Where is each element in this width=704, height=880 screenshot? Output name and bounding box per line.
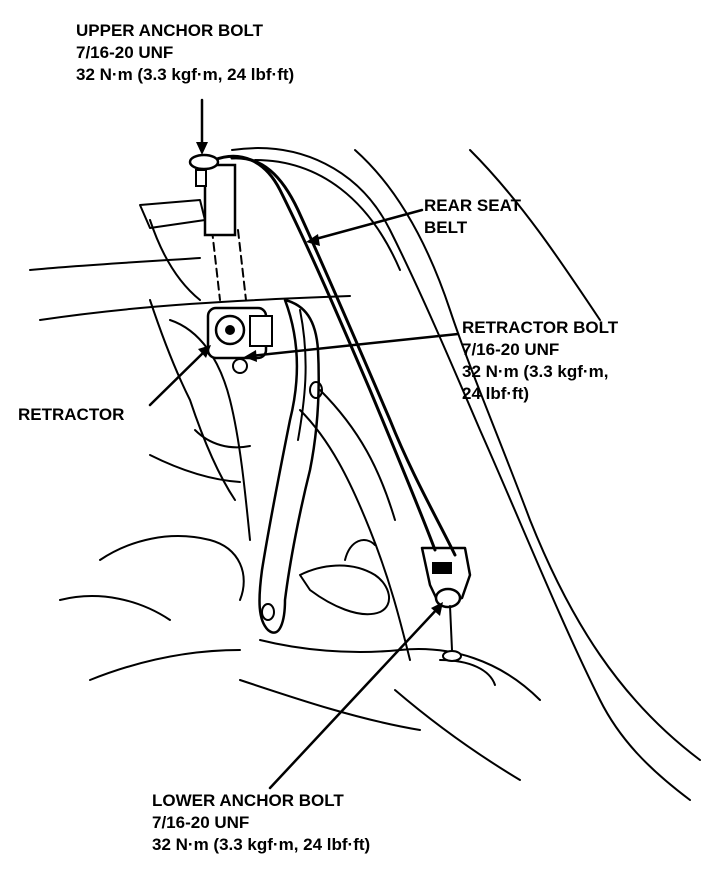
- retractor-label: RETRACTOR: [18, 405, 125, 424]
- rear-seat-belt-callout: REAR SEAT BELT: [424, 195, 521, 239]
- upper-anchor-bolt-torque: 32 N·m (3.3 kgf·m, 24 lbf·ft): [76, 65, 295, 84]
- leader-lines: [148, 98, 460, 790]
- retractor-bolt-torque-line2: 24 lbf·ft): [462, 384, 530, 403]
- upper-anchor-bolt-thread: 7/16-20 UNF: [76, 43, 174, 62]
- rear-seat-belt-label-line1: REAR SEAT: [424, 196, 521, 215]
- retractor-bolt-callout: RETRACTOR BOLT 7/16-20 UNF 32 N·m (3.3 k…: [462, 317, 618, 405]
- upper-anchor-bracket: [188, 153, 237, 237]
- retractor-bolt-torque-line1: 32 N·m (3.3 kgf·m,: [462, 362, 609, 381]
- seat-belt-webbing: [211, 154, 457, 557]
- lower-anchor-bolt-thread: 7/16-20 UNF: [152, 813, 250, 832]
- body-panel-outline: [29, 147, 701, 801]
- retractor-unit: [206, 306, 273, 374]
- rear-seat-belt-label-line2: BELT: [424, 218, 468, 237]
- retractor-bolt-title: RETRACTOR BOLT: [462, 318, 619, 337]
- retractor-bolt-thread: 7/16-20 UNF: [462, 340, 560, 359]
- upper-anchor-bolt-callout: UPPER ANCHOR BOLT 7/16-20 UNF 32 N·m (3.…: [76, 20, 294, 86]
- lower-anchor-bolt-callout: LOWER ANCHOR BOLT 7/16-20 UNF 32 N·m (3.…: [152, 790, 370, 856]
- seat-back-frame: [258, 298, 323, 634]
- lower-anchor-bolt-title: LOWER ANCHOR BOLT: [152, 791, 344, 810]
- upper-anchor-bolt-title: UPPER ANCHOR BOLT: [76, 21, 263, 40]
- retractor-callout: RETRACTOR: [18, 404, 124, 426]
- lower-anchor-plate: [420, 546, 472, 662]
- lower-anchor-bolt-torque: 32 N·m (3.3 kgf·m, 24 lbf·ft): [152, 835, 371, 854]
